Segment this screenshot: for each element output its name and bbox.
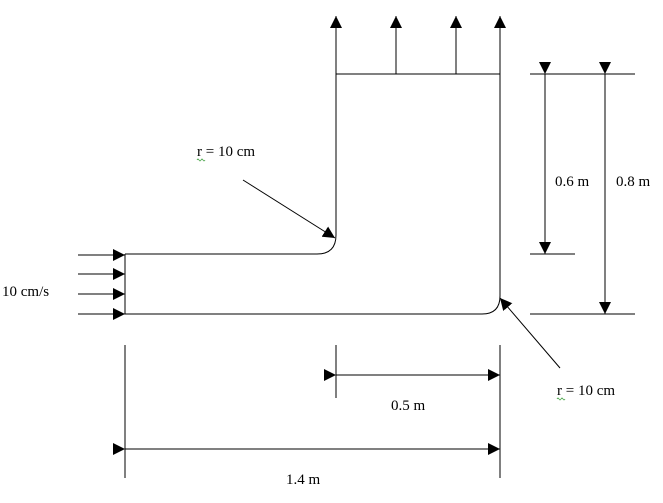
outer-radius-leader [499,297,561,369]
outer-corner-fillet [481,295,501,315]
width-outlet-label: 0.5 m [391,398,426,414]
inner-corner-fillet [316,234,337,255]
radius-value: = 10 cm [202,144,255,160]
inlet-velocity-label: 10 cm/s [2,284,49,300]
radius-symbol: r [557,383,562,399]
inner-radius-leader [242,179,336,239]
height-upper-label: 0.6 m [555,174,590,190]
horizontal-dimensions [113,345,501,478]
vertical-dimensions [530,62,635,315]
height-total-label: 0.8 m [616,174,651,190]
duct-outline [124,73,501,315]
spellcheck-underline [556,397,566,401]
inner-radius-label: r = 10 cm [196,144,255,162]
radius-value: = 10 cm [562,383,615,399]
inlet-flow-arrows [78,249,125,320]
width-total-label: 1.4 m [286,472,321,488]
svg-text:r = 10 cm: r = 10 cm [557,383,615,399]
svg-text:r = 10 cm: r = 10 cm [197,144,255,160]
outlet-flow-arrows [330,16,506,74]
outer-radius-label: r = 10 cm [556,383,615,401]
spellcheck-underline [196,158,206,162]
radius-symbol: r [197,144,202,160]
radius-leaders [242,179,561,369]
